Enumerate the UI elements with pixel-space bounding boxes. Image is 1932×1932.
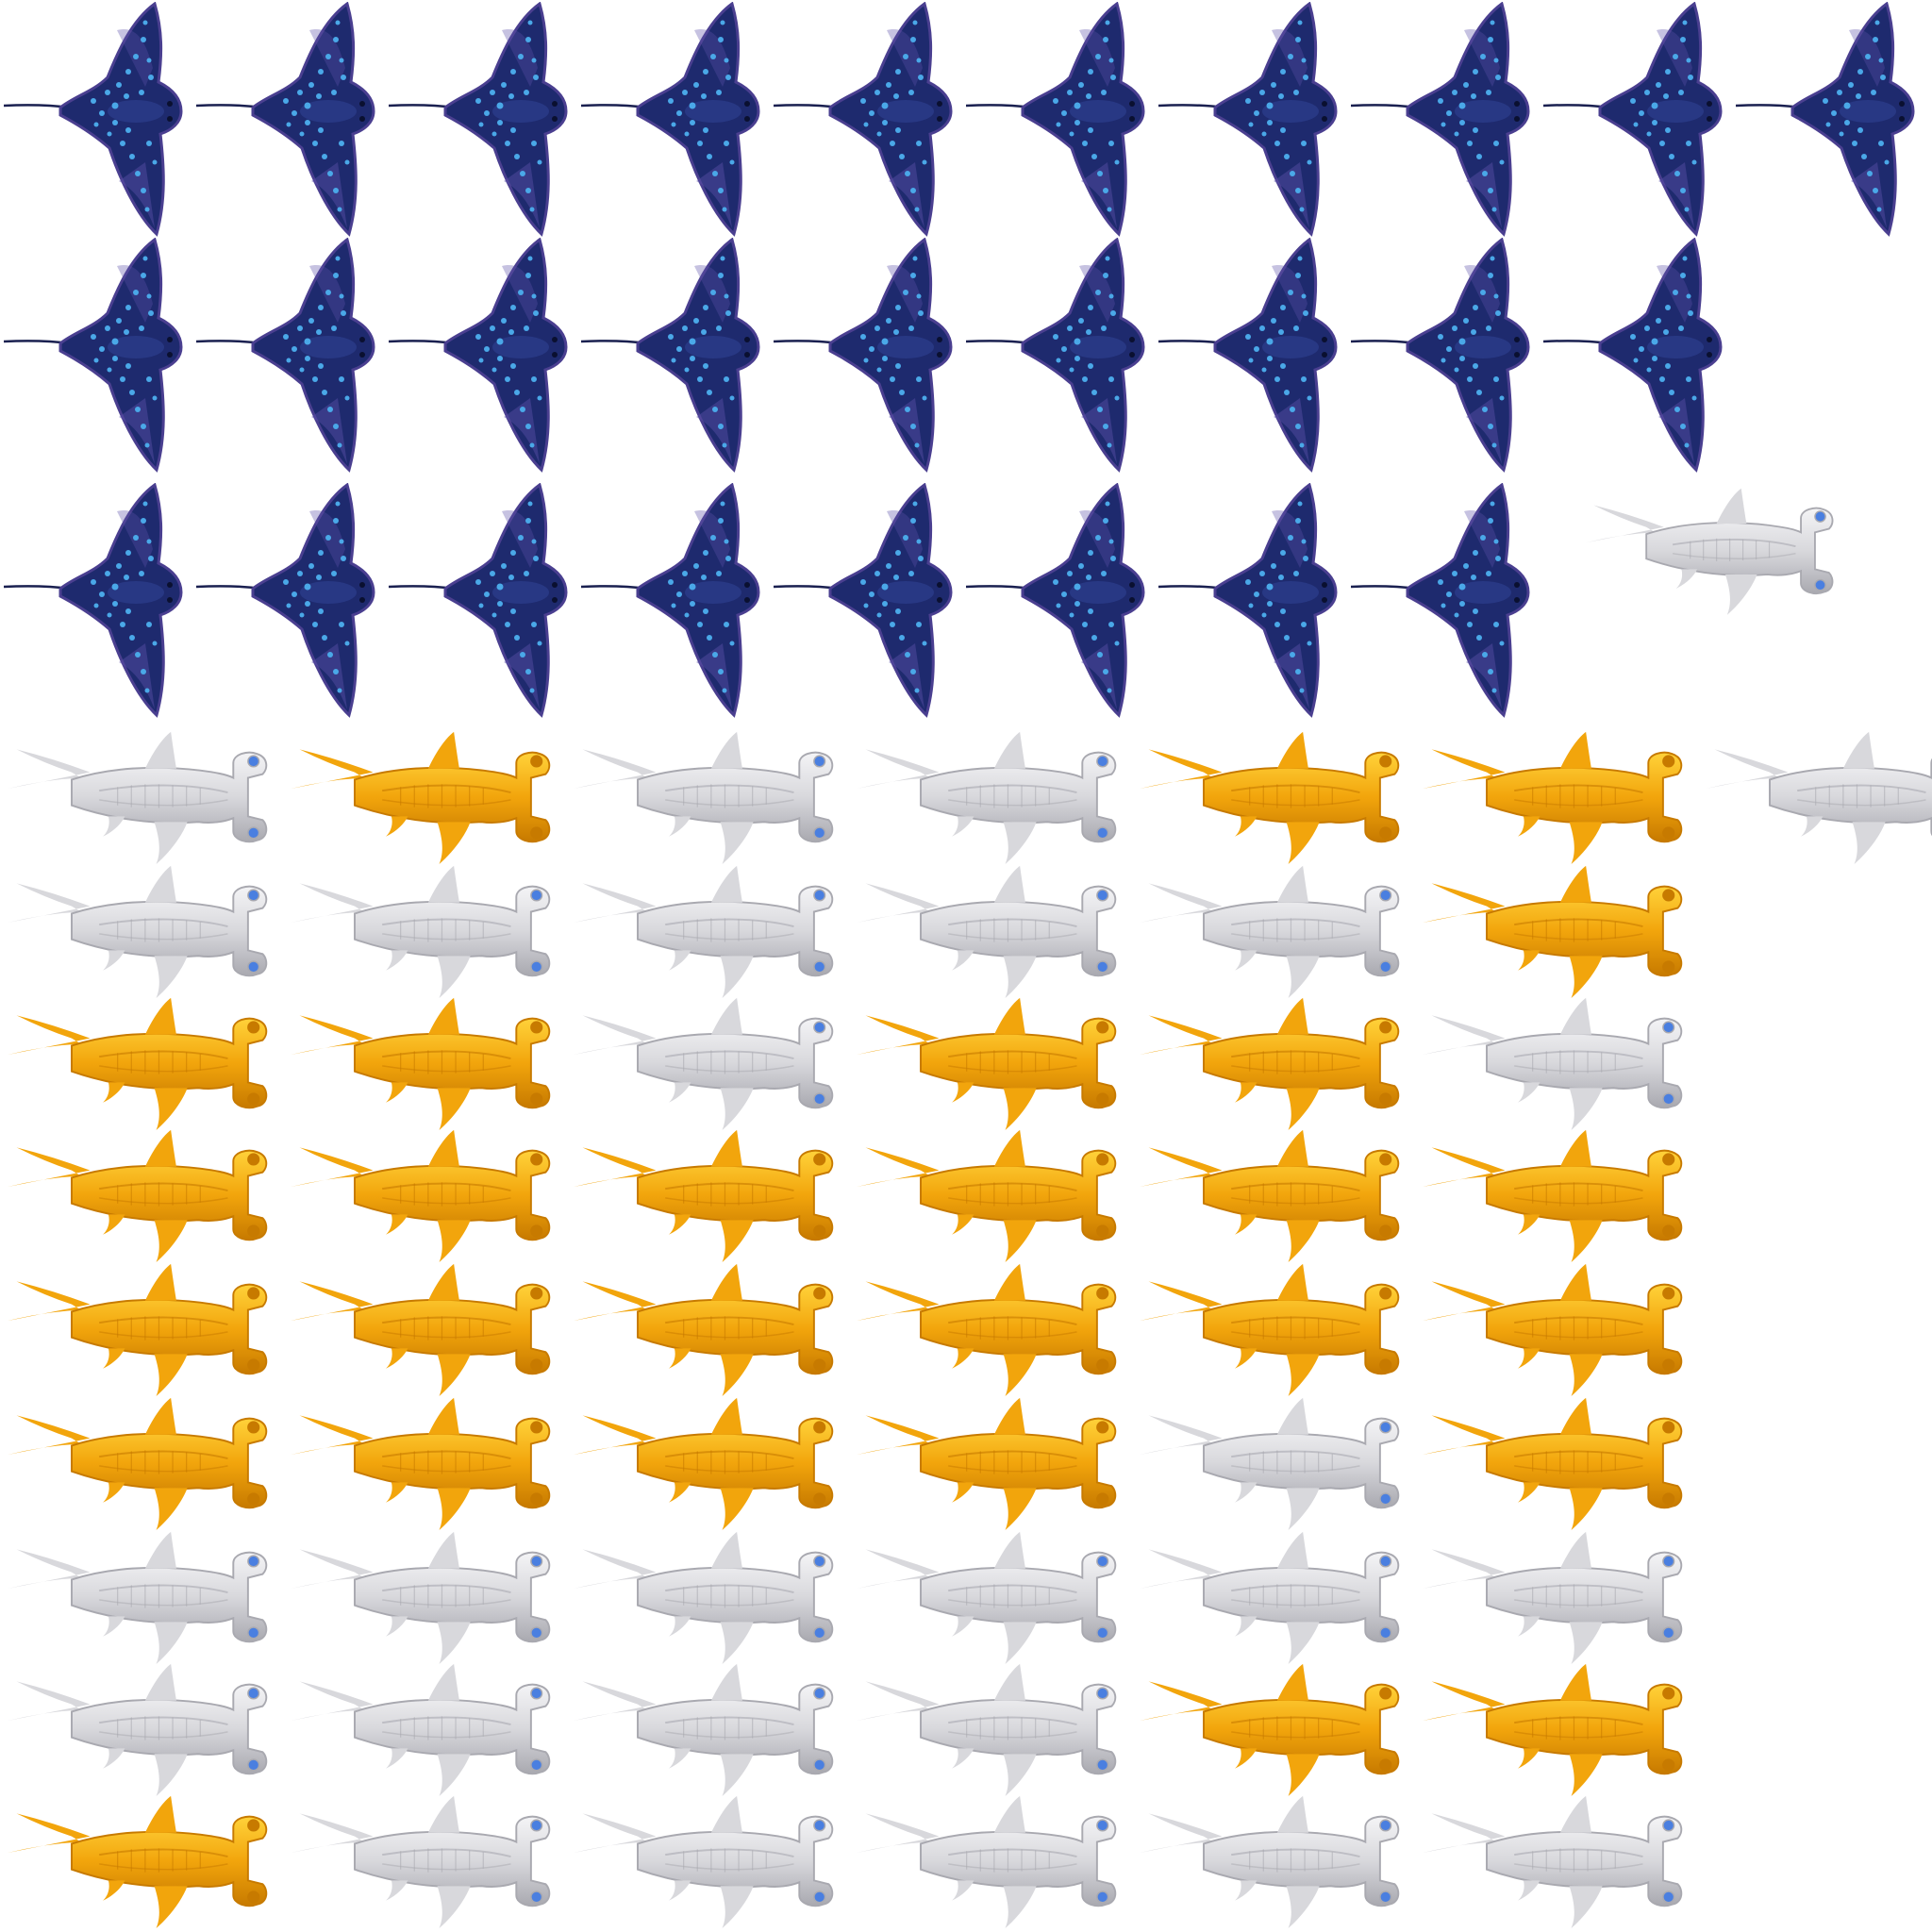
gold-hammerhead-shark-icon (1422, 1263, 1682, 1396)
spotted-eagle-ray-icon (389, 2, 568, 236)
spotted-eagle-ray-icon (1351, 238, 1530, 472)
gold-hammerhead-shark-icon (1422, 865, 1682, 998)
silver-hammerhead-shark-icon (290, 1795, 550, 1928)
silver-hammerhead-shark-icon (573, 1663, 833, 1796)
gold-hammerhead-shark-icon (856, 1129, 1116, 1262)
gold-hammerhead-shark-icon (7, 997, 267, 1130)
spotted-eagle-ray-icon (389, 483, 568, 717)
spotted-eagle-ray-icon (1351, 2, 1530, 236)
silver-hammerhead-shark-icon (1139, 1531, 1399, 1664)
spotted-eagle-ray-icon (774, 238, 953, 472)
silver-hammerhead-shark-icon (290, 865, 550, 998)
gold-hammerhead-shark-icon (856, 997, 1116, 1130)
spotted-eagle-ray-icon (196, 483, 375, 717)
gold-hammerhead-shark-icon (1139, 997, 1399, 1130)
silver-hammerhead-shark-icon (856, 731, 1116, 864)
gold-hammerhead-shark-icon (290, 1397, 550, 1530)
spotted-eagle-ray-icon (966, 483, 1145, 717)
gold-hammerhead-shark-icon (1422, 1663, 1682, 1796)
silver-hammerhead-shark-icon (856, 865, 1116, 998)
spotted-eagle-ray-icon (1351, 483, 1530, 717)
gold-hammerhead-shark-icon (856, 1263, 1116, 1396)
silver-hammerhead-shark-icon (573, 731, 833, 864)
gold-hammerhead-shark-icon (856, 1397, 1116, 1530)
spotted-eagle-ray-icon (4, 2, 183, 236)
gold-hammerhead-shark-icon (1422, 1129, 1682, 1262)
spotted-eagle-ray-icon (4, 483, 183, 717)
spotted-eagle-ray-icon (196, 238, 375, 472)
spotted-eagle-ray-icon (1543, 2, 1723, 236)
spotted-eagle-ray-icon (581, 2, 760, 236)
silver-hammerhead-shark-icon (856, 1663, 1116, 1796)
silver-hammerhead-shark-icon (1422, 1795, 1682, 1928)
silver-hammerhead-shark-icon (7, 1663, 267, 1796)
gold-hammerhead-shark-icon (1422, 731, 1682, 864)
silver-hammerhead-shark-icon (7, 1531, 267, 1664)
gold-hammerhead-shark-icon (7, 1397, 267, 1530)
spotted-eagle-ray-icon (581, 238, 760, 472)
silver-hammerhead-shark-icon (1139, 1397, 1399, 1530)
spotted-eagle-ray-icon (1158, 483, 1338, 717)
spotted-eagle-ray-icon (1158, 2, 1338, 236)
gold-hammerhead-shark-icon (290, 997, 550, 1130)
spotted-eagle-ray-icon (196, 2, 375, 236)
silver-hammerhead-shark-icon (1139, 865, 1399, 998)
gold-hammerhead-shark-icon (290, 731, 550, 864)
spotted-eagle-ray-icon (774, 2, 953, 236)
spotted-eagle-ray-icon (1736, 2, 1915, 236)
gold-hammerhead-shark-icon (1139, 731, 1399, 864)
silver-hammerhead-shark-icon (1139, 1795, 1399, 1928)
silver-hammerhead-shark-icon (573, 865, 833, 998)
silver-hammerhead-shark-icon (573, 1795, 833, 1928)
silver-hammerhead-shark-icon (7, 865, 267, 998)
silver-hammerhead-shark-icon (1705, 731, 1932, 864)
silver-hammerhead-shark-icon (290, 1663, 550, 1796)
silver-hammerhead-shark-icon (1585, 488, 1833, 615)
spotted-eagle-ray-icon (966, 2, 1145, 236)
silver-hammerhead-shark-icon (1422, 1531, 1682, 1664)
gold-hammerhead-shark-icon (7, 1795, 267, 1928)
silver-hammerhead-shark-icon (573, 997, 833, 1130)
spotted-eagle-ray-icon (581, 483, 760, 717)
silver-hammerhead-shark-icon (1422, 997, 1682, 1130)
spotted-eagle-ray-icon (389, 238, 568, 472)
gold-hammerhead-shark-icon (7, 1129, 267, 1262)
gold-hammerhead-shark-icon (573, 1263, 833, 1396)
gold-hammerhead-shark-icon (573, 1129, 833, 1262)
spotted-eagle-ray-icon (1158, 238, 1338, 472)
gold-hammerhead-shark-icon (1139, 1663, 1399, 1796)
gold-hammerhead-shark-icon (573, 1397, 833, 1530)
gold-hammerhead-shark-icon (7, 1263, 267, 1396)
silver-hammerhead-shark-icon (573, 1531, 833, 1664)
spotted-eagle-ray-icon (966, 238, 1145, 472)
silver-hammerhead-shark-icon (856, 1795, 1116, 1928)
gold-hammerhead-shark-icon (1139, 1263, 1399, 1396)
silver-hammerhead-shark-icon (856, 1531, 1116, 1664)
gold-hammerhead-shark-icon (1139, 1129, 1399, 1262)
spotted-eagle-ray-icon (4, 238, 183, 472)
silver-hammerhead-shark-icon (290, 1531, 550, 1664)
gold-hammerhead-shark-icon (1422, 1397, 1682, 1530)
spotted-eagle-ray-icon (1543, 238, 1723, 472)
gold-hammerhead-shark-icon (290, 1263, 550, 1396)
spotted-eagle-ray-icon (774, 483, 953, 717)
silver-hammerhead-shark-icon (7, 731, 267, 864)
gold-hammerhead-shark-icon (290, 1129, 550, 1262)
